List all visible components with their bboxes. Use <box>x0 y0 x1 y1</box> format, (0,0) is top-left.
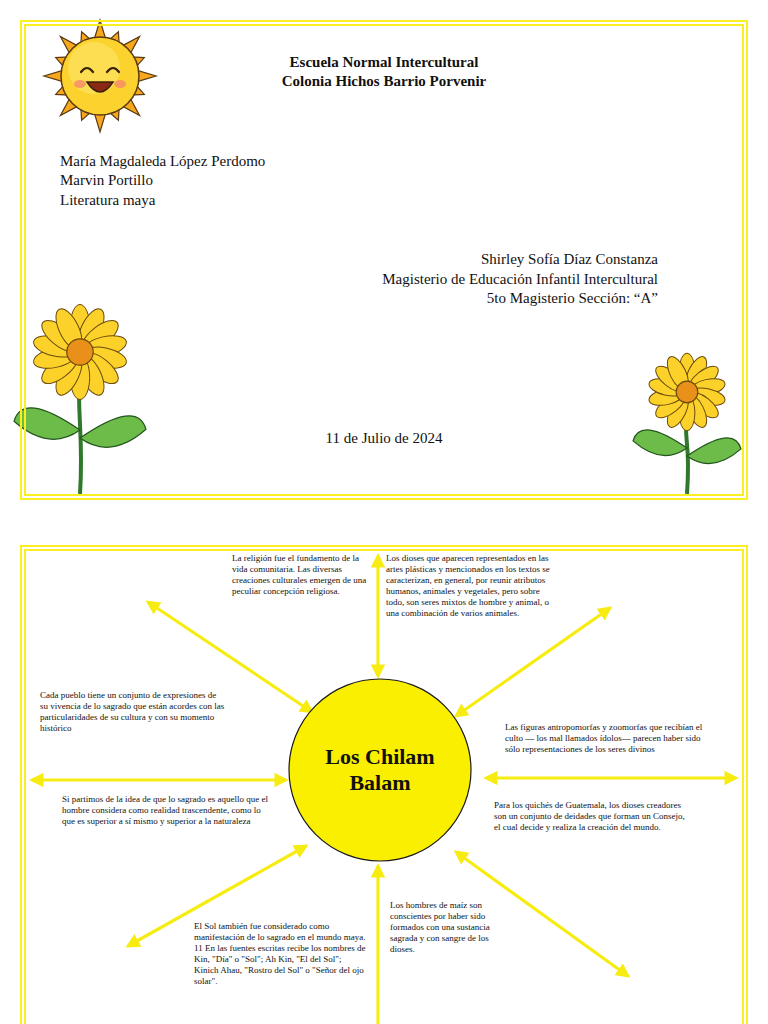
school-name: Escuela Normal Intercultural <box>174 53 594 71</box>
note-text: Para los quichés de Guatemala, los diose… <box>494 800 690 833</box>
note-text: Los hombres de maíz son conscientes por … <box>390 900 500 955</box>
circle-shape <box>289 679 471 861</box>
mind-map-arrows <box>32 556 736 1024</box>
grade-section: 5to Magisterio Sección: “A” <box>298 289 658 307</box>
flower-leaf <box>80 416 146 447</box>
radiating-arrow <box>456 608 610 716</box>
flower-illustration <box>14 304 741 494</box>
sun-shine <box>68 42 120 94</box>
note-text: El Sol también fue considerado como mani… <box>194 921 366 987</box>
sun-mouth <box>87 82 113 92</box>
sun-eye <box>107 68 119 72</box>
flower <box>633 353 741 494</box>
flower-center <box>676 381 698 403</box>
teacher-name: Marvin Portillo <box>60 171 360 189</box>
radiating-arrow <box>32 778 286 781</box>
sun-cheek <box>74 80 86 88</box>
date: 11 de Julio de 2024 <box>234 429 534 447</box>
program-name: Magisterio de Educación Infantil Intercu… <box>298 270 658 288</box>
student-name: Shirley Sofía Díaz Constanza <box>298 250 658 268</box>
note-text: Las figuras antropomorfas y zoomorfas qu… <box>505 722 705 755</box>
note-text: La religión fue el fundamento de la vida… <box>232 553 370 597</box>
flower <box>14 304 146 494</box>
radiating-arrow <box>486 776 736 779</box>
note-text: Si partimos de la idea de que lo sagrado… <box>62 794 274 827</box>
central-circle: Los Chilam Balam <box>288 678 472 862</box>
cover-page-frame: Escuela Normal InterculturalColonia Hich… <box>20 20 748 500</box>
flower-leaf <box>687 438 741 464</box>
flower-center <box>67 339 93 365</box>
radiating-arrow <box>376 556 379 676</box>
course-name: Literatura maya <box>60 191 360 209</box>
sun-face <box>61 37 139 115</box>
sun-eye <box>81 68 93 72</box>
central-topic: Los Chilam Balam <box>315 744 445 796</box>
sun-cheek <box>114 80 126 88</box>
mind-map-page-frame: La religión fue el fundamento de la vida… <box>20 545 748 1024</box>
note-text: Los dioses que aparecen representados en… <box>386 553 556 619</box>
school-address: Colonia Hichos Barrio Porvenir <box>174 72 594 90</box>
flower-leaf <box>633 430 687 456</box>
sun-illustration <box>44 20 156 132</box>
note-text: Cada pueblo tiene un conjunto de expresi… <box>40 690 226 734</box>
teacher-name: María Magdaleda López Perdomo <box>60 152 360 170</box>
radiating-arrow <box>376 866 379 1024</box>
